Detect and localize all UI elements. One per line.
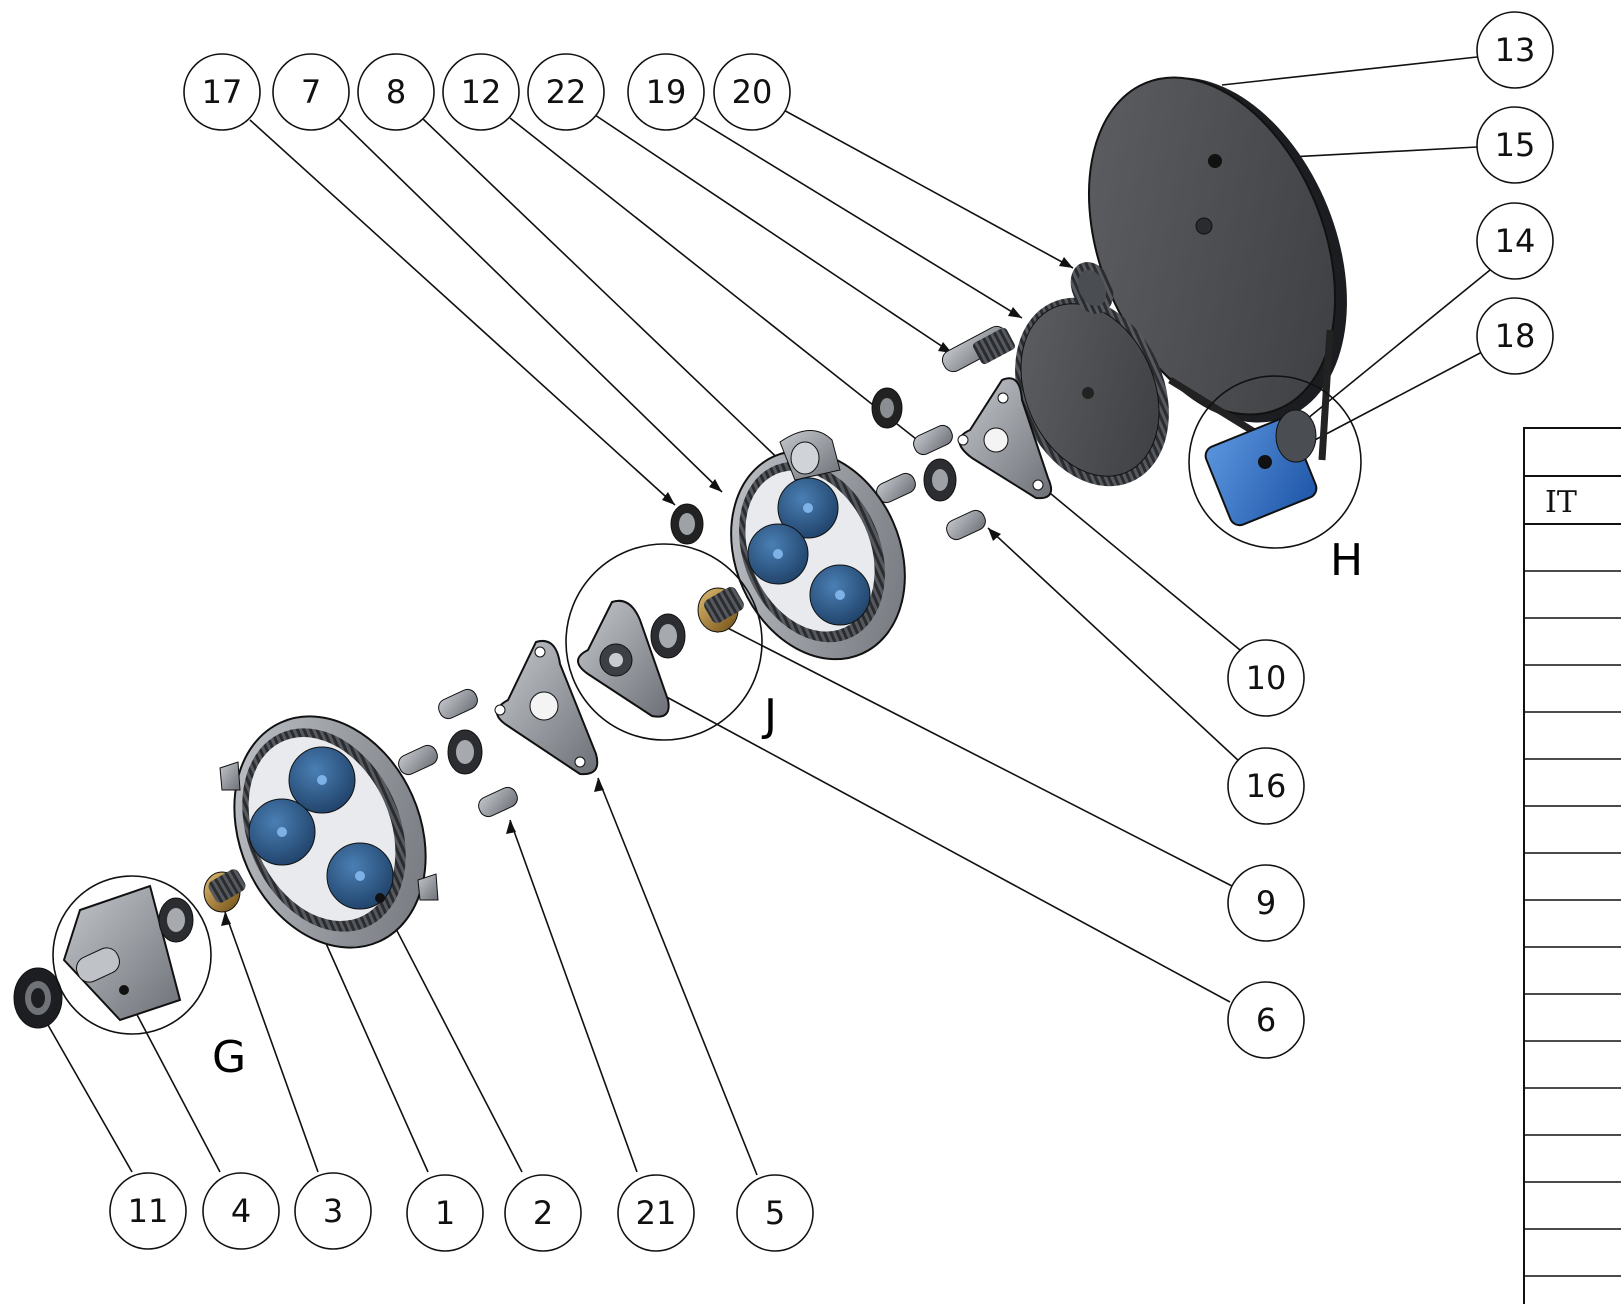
detail-circle-j: [565, 543, 763, 741]
leader-11: [43, 1017, 133, 1173]
balloon-13: 13: [1476, 11, 1554, 89]
leader-20: [779, 107, 1074, 269]
balloon-14: 14: [1476, 202, 1554, 280]
bom-table: IT: [1523, 427, 1621, 1304]
drive-shaft: [941, 325, 1015, 373]
balloon-21: 21: [617, 1174, 695, 1252]
balloon-1: 1: [406, 1174, 484, 1252]
leader-9: [711, 619, 1233, 887]
small-pinion-gear: [1070, 262, 1114, 314]
detail-j-parts: [577, 586, 744, 718]
balloon-11: 11: [109, 1172, 187, 1250]
balloon-17: 17: [183, 53, 261, 131]
leader-2: [379, 897, 523, 1173]
detail-labels: G J H: [212, 535, 1363, 1083]
belt: [1168, 329, 1334, 461]
leader-16: [987, 527, 1241, 763]
balloon-10: 10: [1227, 639, 1305, 717]
svg-text:4: 4: [231, 1192, 251, 1230]
balloons: 17 7 8 12 22 19 20 13 15 14 18 10 16 9 6…: [109, 11, 1554, 1252]
svg-text:10: 10: [1246, 659, 1287, 697]
balloon-16: 16: [1227, 747, 1305, 825]
svg-text:18: 18: [1495, 317, 1536, 355]
bom-table-frame: [1523, 427, 1621, 1304]
leader-7: [337, 117, 723, 493]
upper-ring-gear-housing: [730, 430, 906, 661]
leader-13: [1221, 56, 1478, 86]
svg-text:15: 15: [1495, 126, 1536, 164]
leader-21: [509, 819, 638, 1173]
balloon-5: 5: [736, 1174, 814, 1252]
leader-4: [123, 989, 221, 1173]
bom-header-item: IT: [1545, 485, 1577, 520]
large-spur-gear: [1015, 297, 1169, 487]
lower-ring-gear-housing: [219, 715, 439, 949]
svg-text:19: 19: [646, 73, 687, 111]
leader-8: [421, 117, 791, 471]
svg-text:22: 22: [546, 73, 587, 111]
svg-text:8: 8: [386, 73, 406, 111]
svg-text:9: 9: [1256, 884, 1276, 922]
leader-lines: [43, 56, 1491, 1176]
motor-block: [1204, 409, 1318, 527]
svg-text:5: 5: [765, 1194, 785, 1232]
leader-6: [649, 687, 1231, 1003]
balloon-8: 8: [357, 53, 435, 131]
svg-text:16: 16: [1246, 767, 1287, 805]
pulley-hub-mark: [1208, 154, 1222, 168]
svg-text:13: 13: [1495, 31, 1536, 69]
svg-text:14: 14: [1495, 222, 1536, 260]
svg-text:17: 17: [202, 73, 243, 111]
leader-3: [224, 911, 319, 1173]
balloon-22: 22: [527, 53, 605, 131]
leader-10: [1021, 469, 1241, 651]
leader-5: [597, 777, 758, 1176]
balloon-15: 15: [1476, 106, 1554, 184]
balloon-7: 7: [272, 53, 350, 131]
balloon-4: 4: [202, 1172, 280, 1250]
assembly-parts: [13, 76, 1347, 1029]
balloon-20: 20: [713, 53, 791, 131]
leader-17: [249, 119, 676, 506]
leader-22: [594, 114, 953, 354]
balloon-6: 6: [1227, 981, 1305, 1059]
leader-12: [509, 117, 931, 451]
svg-text:12: 12: [461, 73, 502, 111]
balloon-19: 19: [627, 53, 705, 131]
svg-text:11: 11: [128, 1192, 169, 1230]
leader-14: [1301, 269, 1491, 424]
balloon-2: 2: [504, 1174, 582, 1252]
svg-text:20: 20: [732, 73, 773, 111]
leader-19: [689, 114, 1023, 319]
upper-carrier-plate: [957, 377, 1052, 500]
balloon-9: 9: [1227, 864, 1305, 942]
detail-circle-g: [52, 875, 212, 1035]
svg-text:2: 2: [533, 1194, 553, 1232]
svg-text:21: 21: [636, 1194, 677, 1232]
lower-carrier-plate: [494, 640, 599, 776]
bearing-11: [13, 967, 63, 1029]
svg-text:7: 7: [301, 73, 321, 111]
leader-1: [311, 911, 429, 1173]
lower-small-parts: [398, 688, 518, 818]
upper-small-parts: [871, 387, 986, 541]
detail-label-j: J: [761, 690, 777, 741]
detail-circle-h: [1188, 375, 1362, 549]
bom-row-lines: [1524, 570, 1621, 1277]
balloon-18: 18: [1476, 297, 1554, 375]
balloon-12: 12: [442, 53, 520, 131]
svg-text:1: 1: [435, 1194, 455, 1232]
detail-g-parts: [62, 869, 246, 1022]
detail-label-g: G: [212, 1032, 246, 1083]
svg-text:6: 6: [1256, 1001, 1276, 1039]
bearing-17: [670, 503, 704, 545]
detail-label-h: H: [1330, 535, 1363, 586]
detail-circles: [52, 375, 1362, 1035]
pulley-disk: [1087, 76, 1347, 423]
svg-text:3: 3: [323, 1192, 343, 1230]
balloon-3: 3: [294, 1172, 372, 1250]
